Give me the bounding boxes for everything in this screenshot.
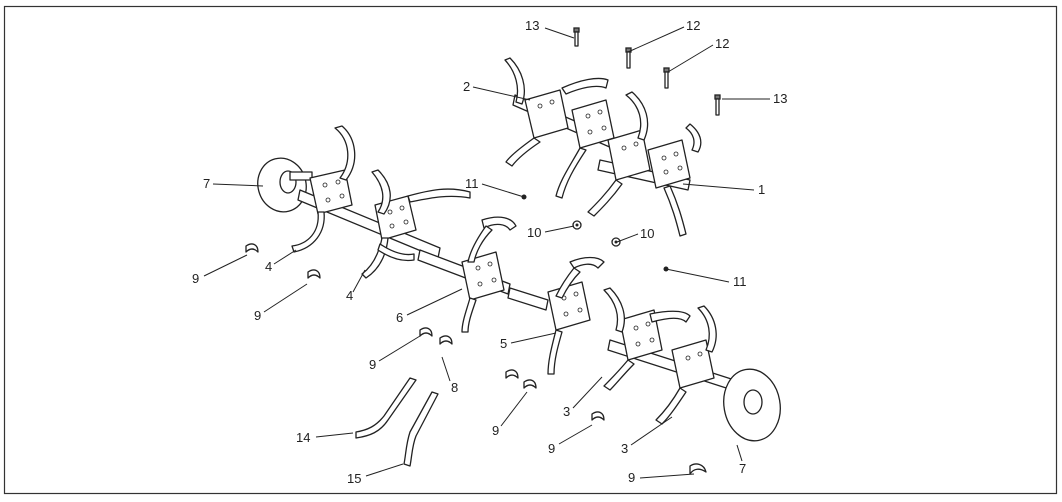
callout-label-l7a: 7 bbox=[203, 176, 210, 191]
callout-label-l9a: 9 bbox=[192, 271, 199, 286]
leader-line-l3a bbox=[572, 376, 603, 409]
leader-line-l5 bbox=[510, 332, 557, 344]
right-top-tine-assembly-1 bbox=[587, 91, 702, 237]
diagram-border bbox=[3, 5, 1058, 495]
leader-line-l11b bbox=[665, 268, 730, 283]
callout-label-l4a: 4 bbox=[265, 259, 272, 274]
leader-line-l11a bbox=[481, 183, 525, 198]
leader-line-l7a bbox=[212, 183, 264, 187]
leader-line-l14 bbox=[315, 432, 354, 438]
left-tine-assembly bbox=[291, 125, 471, 279]
callout-label-l7b: 7 bbox=[739, 461, 746, 476]
leader-line-l9b bbox=[263, 283, 308, 313]
clips bbox=[245, 243, 707, 475]
leader-line-l12a bbox=[627, 26, 685, 53]
leader-line-l6 bbox=[406, 288, 463, 316]
leader-line-l13a bbox=[544, 27, 575, 39]
callout-label-l13b: 13 bbox=[773, 91, 787, 106]
callout-label-l9b: 9 bbox=[254, 308, 261, 323]
nuts bbox=[521, 194, 669, 272]
callout-label-l10b: 10 bbox=[640, 226, 654, 241]
callout-label-l12a: 12 bbox=[686, 18, 700, 33]
leader-line-l8 bbox=[441, 356, 451, 382]
left-end-disc bbox=[257, 157, 313, 213]
leader-line-l12b bbox=[667, 44, 714, 73]
middle-tine-assembly-6 bbox=[417, 216, 517, 333]
leader-line-l4b bbox=[352, 269, 366, 293]
callout-label-l14: 14 bbox=[296, 430, 310, 445]
leader-line-l7b bbox=[736, 444, 743, 462]
middle-tine-assembly-5 bbox=[507, 256, 605, 375]
leader-line-l15 bbox=[365, 463, 404, 477]
callout-label-l10a: 10 bbox=[527, 225, 541, 240]
callout-label-l11b: 11 bbox=[733, 274, 747, 289]
leader-line-l9a bbox=[203, 254, 248, 277]
callout-label-l9e: 9 bbox=[548, 441, 555, 456]
leader-line-l1 bbox=[682, 183, 755, 191]
callout-label-l9c: 9 bbox=[369, 357, 376, 372]
callout-label-l2: 2 bbox=[463, 79, 470, 94]
callout-label-l3a: 3 bbox=[563, 404, 570, 419]
leader-line-l9c bbox=[378, 335, 421, 362]
leader-line-l9d bbox=[500, 391, 528, 427]
leader-line-l10a bbox=[544, 225, 575, 233]
callout-label-l9d: 9 bbox=[492, 423, 499, 438]
callout-label-l6: 6 bbox=[396, 310, 403, 325]
callout-label-l15: 15 bbox=[347, 471, 361, 486]
leader-line-l9e bbox=[558, 424, 593, 445]
callout-label-l1: 1 bbox=[758, 182, 765, 197]
callout-label-l4b: 4 bbox=[346, 288, 353, 303]
leader-line-l4a bbox=[273, 249, 297, 265]
leader-line-l2 bbox=[472, 86, 531, 101]
callout-label-l13a: 13 bbox=[525, 18, 539, 33]
callout-label-l11a: 11 bbox=[465, 176, 479, 191]
callout-label-l3b: 3 bbox=[621, 441, 628, 456]
bolts bbox=[573, 27, 721, 116]
callout-label-l5: 5 bbox=[500, 336, 507, 351]
leader-line-l10b bbox=[616, 233, 639, 243]
leader-line-l3b bbox=[630, 416, 673, 446]
callout-label-l12b: 12 bbox=[715, 36, 729, 51]
leader-line-l9f bbox=[639, 473, 695, 479]
right-end-disc bbox=[723, 368, 781, 442]
callout-label-l9f: 9 bbox=[628, 470, 635, 485]
callout-label-l8: 8 bbox=[451, 380, 458, 395]
arms bbox=[355, 377, 439, 467]
